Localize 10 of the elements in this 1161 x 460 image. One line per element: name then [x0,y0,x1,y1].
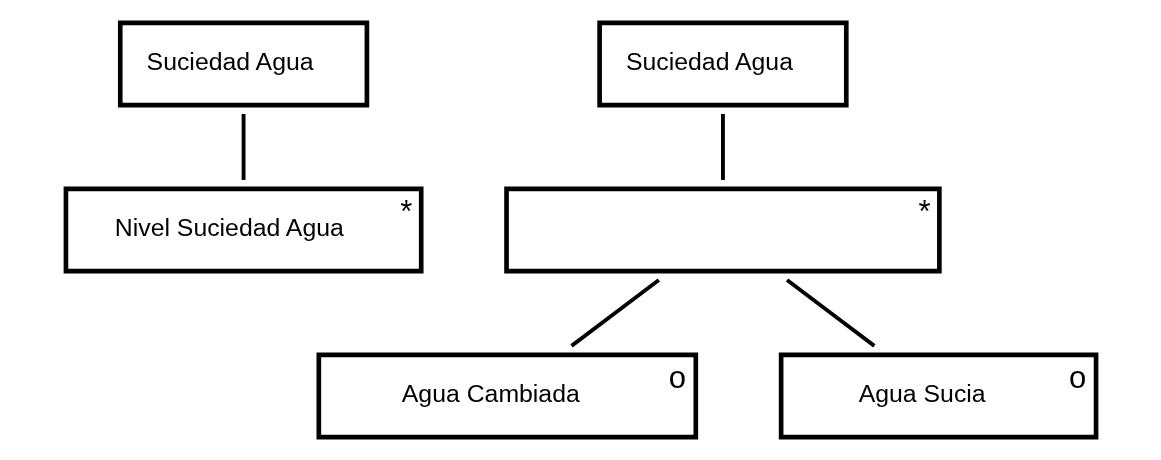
node-box: Agua Cambiada o [316,352,698,440]
connector [785,278,875,348]
connector [241,114,245,180]
node-box: * [503,186,942,274]
node-box: Suciedad Agua [596,20,849,108]
connector [720,114,725,180]
node-box: Nivel Suciedad Agua * [63,186,424,274]
node-box: Suciedad Agua [117,20,369,108]
node-box: Agua Sucia o [778,352,1098,440]
connector [569,278,660,348]
